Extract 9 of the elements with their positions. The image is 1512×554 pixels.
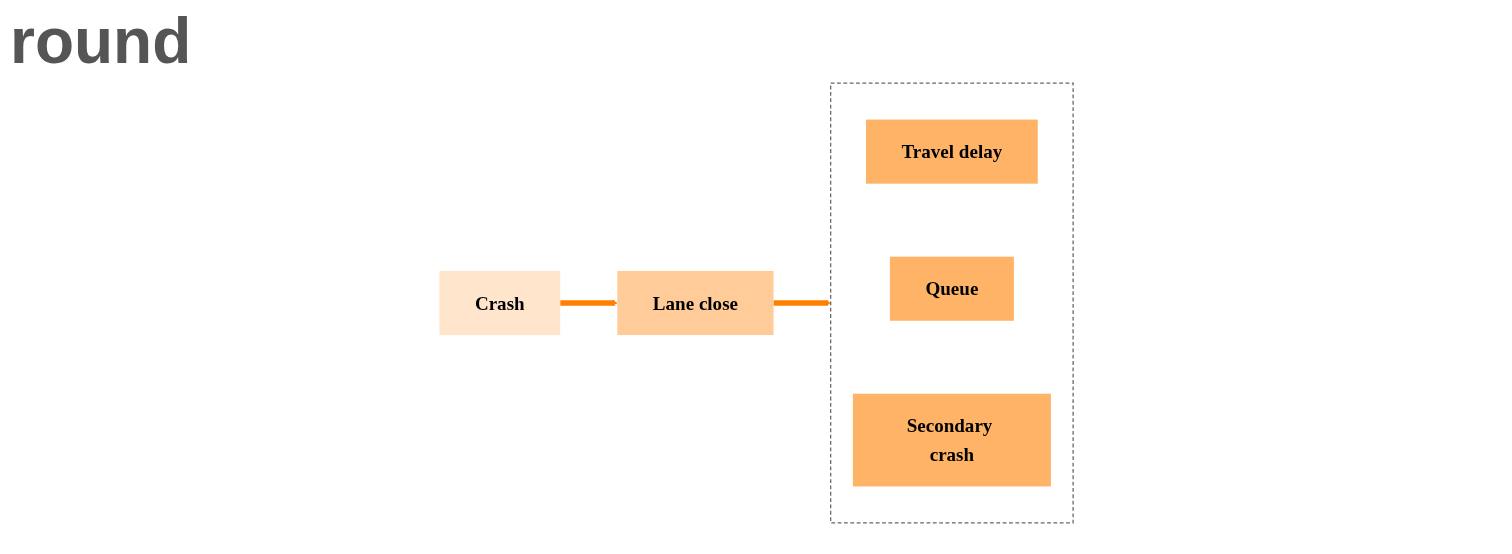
node-box: Travel delay <box>865 119 1038 184</box>
title: round <box>10 4 193 78</box>
node-box: Queue <box>889 256 1014 321</box>
node-box: Secondary crash <box>852 393 1051 487</box>
arrow <box>773 300 831 306</box>
node-box: Crash <box>439 270 560 336</box>
arrow <box>559 300 618 306</box>
node-box: Lane close <box>617 270 774 336</box>
cluster <box>829 82 1074 524</box>
